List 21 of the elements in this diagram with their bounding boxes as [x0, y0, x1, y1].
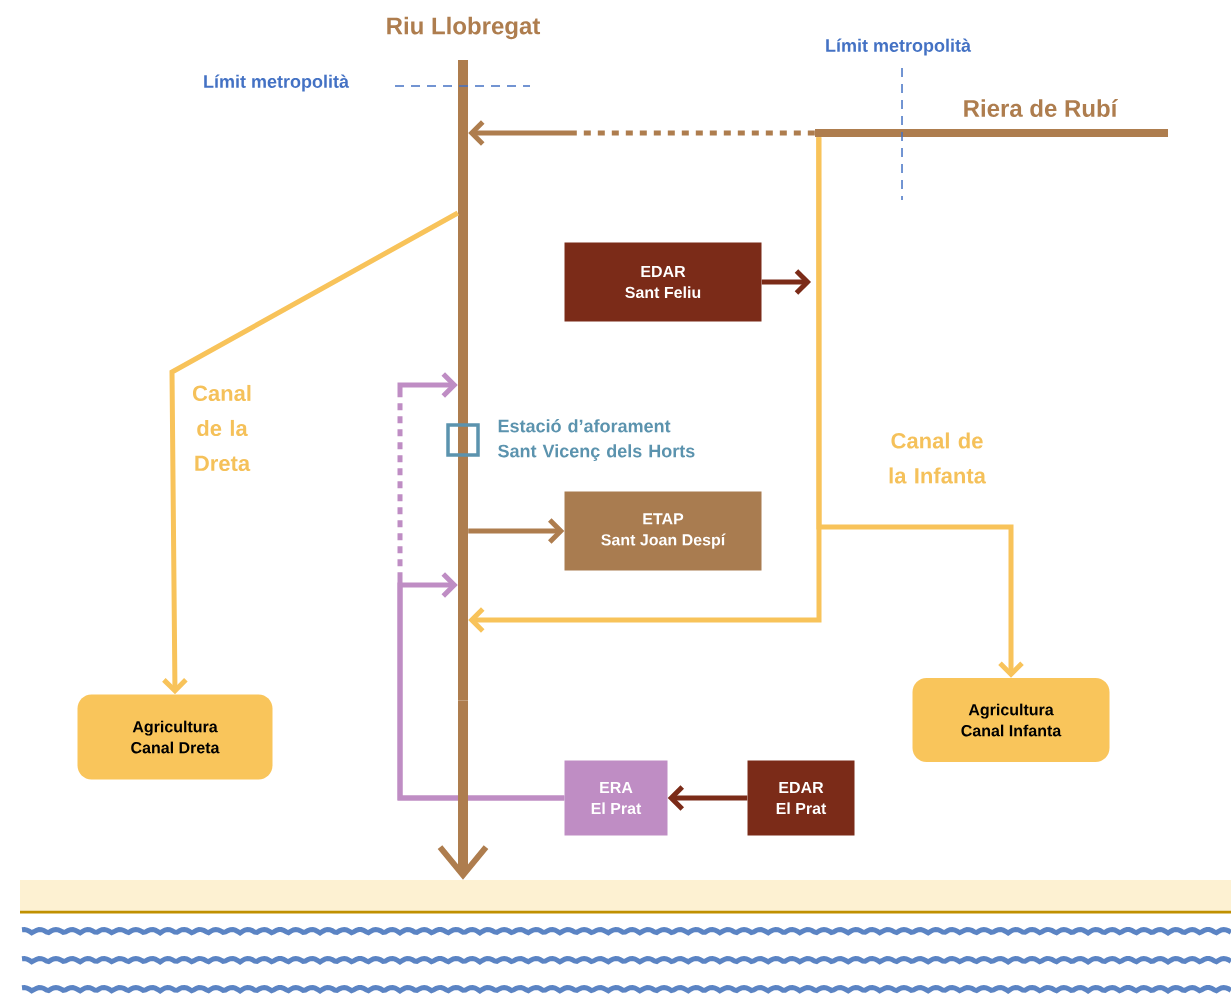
- arrow: [468, 120, 815, 146]
- arrow: [667, 785, 748, 811]
- station-label: Estació d’aforament Sant Vicenç dels Horts: [498, 419, 695, 461]
- agriculture-box: Agricultura Canal Dreta: [77, 694, 273, 780]
- boundary-label: Límit metropolità: [826, 38, 972, 56]
- plant-box: ERA El Prat: [564, 760, 668, 836]
- boundary-label: Límit metropolità: [204, 74, 350, 92]
- arrow: [468, 137, 822, 633]
- arrow: [162, 210, 460, 695]
- arrow: [437, 700, 489, 880]
- plant-box: ETAP Sant Joan Despí: [564, 491, 762, 571]
- agriculture-box: Agricultura Canal Infanta: [912, 678, 1110, 762]
- stream-line: Riera de Rubí: [815, 99, 1168, 137]
- sea-drawing: [20, 880, 1231, 994]
- arrow: [397, 372, 565, 801]
- arrow: [468, 518, 565, 544]
- plant-box: EDAR Sant Feliu: [564, 242, 762, 322]
- arrow: [761, 269, 811, 295]
- canal-label: Canal de la Dreta: [192, 384, 251, 472]
- canal-label: Canal de la Infanta: [889, 432, 987, 484]
- plant-box: EDAR El Prat: [747, 760, 855, 836]
